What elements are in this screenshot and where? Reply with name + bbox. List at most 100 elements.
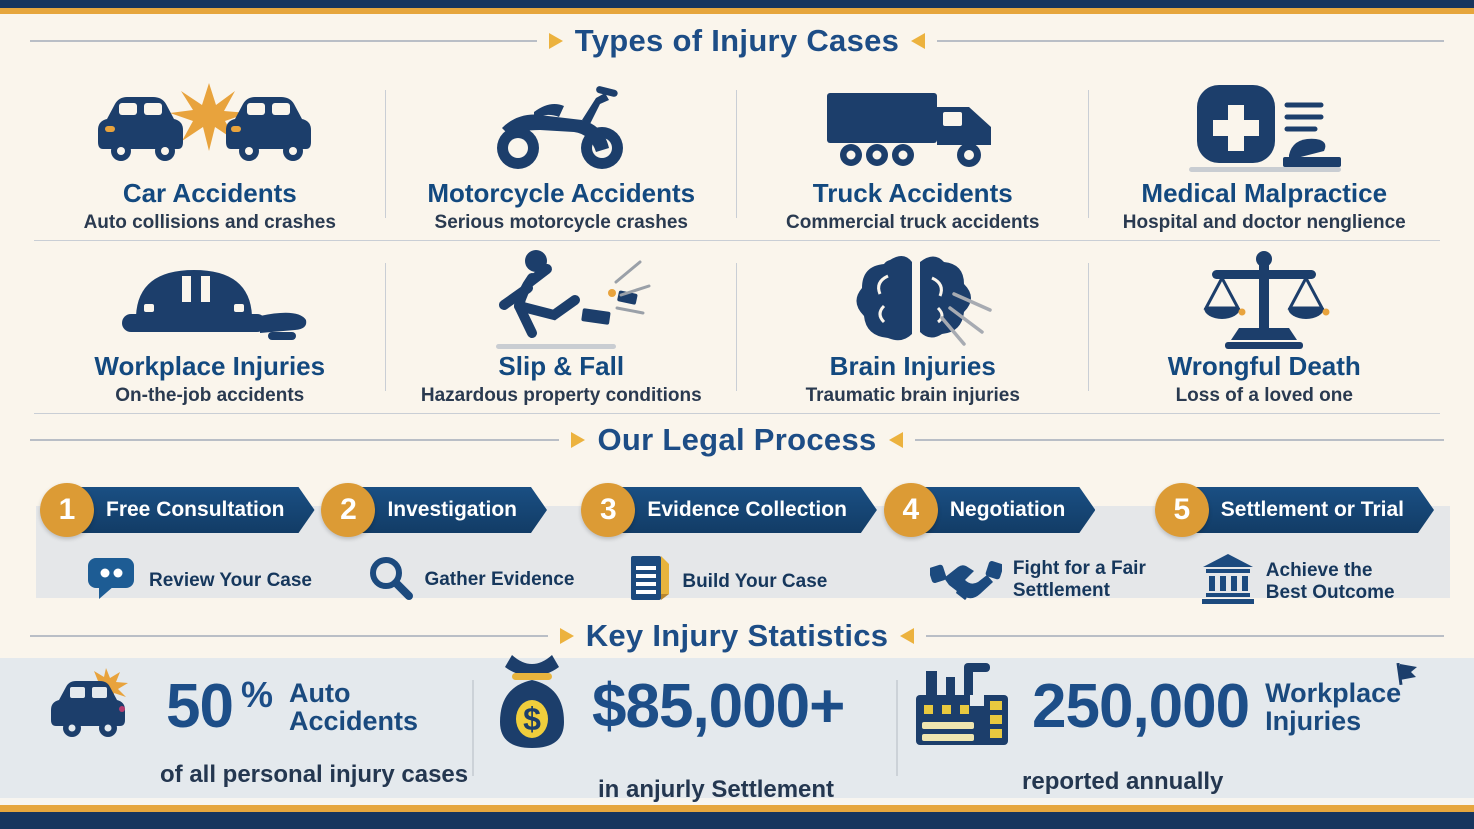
card-title: Car Accidents xyxy=(122,177,297,208)
divider-line xyxy=(30,635,548,637)
injury-card-slip-fall: Slip & Fall Hazardous property condition… xyxy=(386,241,737,413)
card-subtitle: On-the-job accidents xyxy=(115,385,305,406)
stat-suffix: % xyxy=(240,673,273,715)
process-step-3: 3 Evidence Collection Build Your Case xyxy=(581,482,877,609)
card-title: Workplace Injuries xyxy=(94,350,326,381)
stat-value: 250,000 xyxy=(1032,672,1250,741)
chat-bubble-icon xyxy=(86,554,138,607)
injury-card-motorcycle-accidents: Motorcycle Accidents Serious motorcycle … xyxy=(386,68,737,240)
row-divider xyxy=(34,240,1440,241)
divider-line xyxy=(914,439,1445,441)
step-number-badge: 2 xyxy=(321,483,376,537)
card-subtitle: Traumatic brain injuries xyxy=(805,385,1020,406)
column-divider xyxy=(384,263,386,391)
gold-arrow-icon xyxy=(548,33,563,49)
column-divider xyxy=(736,263,737,391)
column-divider xyxy=(1087,90,1089,218)
card-title: Brain Injuries xyxy=(829,350,996,381)
card-title: Truck Accidents xyxy=(812,177,1013,208)
card-subtitle: Hospital and doctor nenglience xyxy=(1122,212,1406,233)
column-divider xyxy=(384,90,386,218)
factory-icon xyxy=(912,661,1016,754)
car-collision-icon xyxy=(97,68,322,180)
step-number-badge: 1 xyxy=(40,483,94,537)
step-description: Build Your Case xyxy=(682,570,828,592)
car-icon xyxy=(50,667,150,747)
step-number-badge: 4 xyxy=(883,483,938,537)
slip-fall-icon xyxy=(466,241,656,353)
gold-arrow-icon xyxy=(888,432,903,448)
step-description: Achieve the Best Outcome xyxy=(1265,560,1395,603)
step-description: Gather Evidence xyxy=(424,568,575,590)
gold-arrow-icon xyxy=(571,432,586,448)
magnifier-icon xyxy=(367,554,414,605)
stat-label: Auto Accidents xyxy=(288,677,419,736)
step-banner: Negotiation xyxy=(922,487,1096,533)
bottom-cream-strip xyxy=(0,798,1474,805)
injury-types-row-2: Workplace Injuries On-the-job accidents xyxy=(0,241,1474,413)
stat-divider xyxy=(896,680,898,776)
svg-text:$: $ xyxy=(523,701,541,737)
medical-cross-icon xyxy=(1177,68,1352,180)
stat-divider xyxy=(472,680,474,776)
injury-card-workplace-injuries: Workplace Injuries On-the-job accidents xyxy=(34,241,386,413)
step-description: Review Your Case xyxy=(149,569,312,591)
gold-arrow-icon xyxy=(911,33,926,49)
brain-icon xyxy=(828,241,998,353)
stat-value: $85,000+ xyxy=(592,672,845,741)
stat-settlement: $ $85,000+ in anjurly Settlement xyxy=(474,654,898,803)
types-section-header: Types of Injury Cases xyxy=(0,14,1474,68)
types-section-title: Types of Injury Cases xyxy=(574,23,900,58)
step-banner: Investigation xyxy=(359,487,547,533)
injury-card-wrongful-death: Wrongful Death Loss of a loved one xyxy=(1089,241,1441,413)
document-icon xyxy=(627,554,671,609)
money-bag-icon: $ xyxy=(488,653,576,762)
section-divider xyxy=(34,413,1440,414)
handshake-icon xyxy=(928,554,1004,605)
step-banner: Free Consultation xyxy=(78,487,315,533)
stats-section-header: Key Injury Statistics xyxy=(0,614,1474,658)
card-title: Medical Malpractice xyxy=(1141,177,1388,208)
stat-label: Workplace Injuries xyxy=(1265,677,1402,736)
card-subtitle: Hazardous property conditions xyxy=(420,385,702,406)
card-subtitle: Commercial truck accidents xyxy=(786,212,1040,233)
gold-arrow-icon xyxy=(900,628,915,644)
step-number-badge: 5 xyxy=(1154,483,1209,537)
gold-arrow-icon xyxy=(559,628,574,644)
injury-card-car-accidents: Car Accidents Auto collisions and crashe… xyxy=(34,68,386,240)
divider-line xyxy=(926,635,1445,637)
card-title: Wrongful Death xyxy=(1167,350,1361,381)
top-navy-bar xyxy=(0,0,1474,8)
stats-band: 50 % Auto Accidents of all personal inju… xyxy=(0,654,1474,803)
step-banner: Settlement or Trial xyxy=(1193,487,1434,533)
step-number-badge: 3 xyxy=(581,483,636,537)
card-subtitle: Loss of a loved one xyxy=(1175,385,1353,406)
motorcycle-icon xyxy=(486,68,636,180)
injury-card-medical-malpractice: Medical Malpractice Hospital and doctor … xyxy=(1089,68,1441,240)
step-description: Fight for a Fair Settlement xyxy=(1012,558,1146,601)
injury-card-truck-accidents: Truck Accidents Commercial truck acciden… xyxy=(737,68,1089,240)
hard-hat-icon xyxy=(110,241,310,353)
stat-auto-accidents: 50 % Auto Accidents of all personal inju… xyxy=(36,667,474,788)
stat-value: 50 xyxy=(166,672,234,741)
card-subtitle: Auto collisions and crashes xyxy=(83,212,336,233)
divider-line xyxy=(30,439,560,441)
process-area: 1 Free Consultation Review Your Case 2 I… xyxy=(0,466,1474,614)
flag-icon xyxy=(1396,662,1418,690)
process-step-5: 5 Settlement or Trial Achieve the Best O… xyxy=(1154,482,1434,609)
card-subtitle: Serious motorcycle crashes xyxy=(434,212,688,233)
injury-types-row-1: Car Accidents Auto collisions and crashe… xyxy=(0,68,1474,240)
card-title: Slip & Fall xyxy=(498,350,625,381)
process-section-header: Our Legal Process xyxy=(0,414,1474,466)
injury-card-brain-injuries: Brain Injuries Traumatic brain injuries xyxy=(737,241,1089,413)
step-banner: Evidence Collection xyxy=(619,487,877,533)
column-divider xyxy=(736,90,737,218)
process-steps: 1 Free Consultation Review Your Case 2 I… xyxy=(40,482,1434,609)
process-section-title: Our Legal Process xyxy=(597,422,877,457)
stat-caption: in anjurly Settlement xyxy=(598,775,835,803)
bottom-navy-bar xyxy=(0,812,1474,829)
card-title: Motorcycle Accidents xyxy=(427,177,696,208)
courthouse-icon xyxy=(1201,554,1255,609)
top-gold-bar xyxy=(0,8,1474,14)
stat-caption: of all personal injury cases xyxy=(160,760,469,788)
